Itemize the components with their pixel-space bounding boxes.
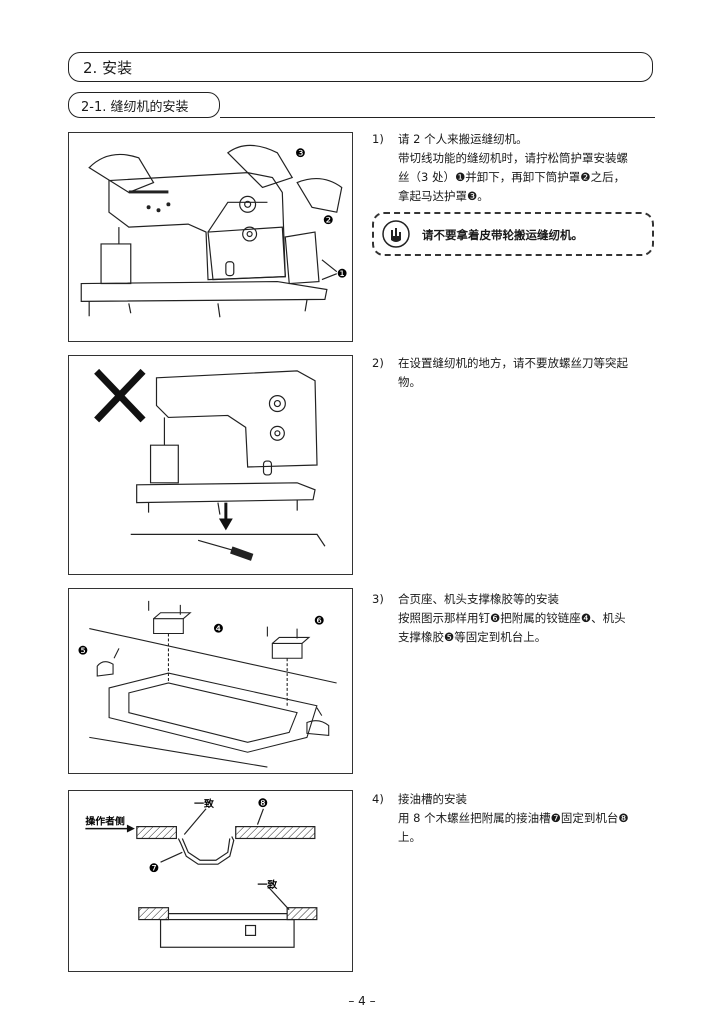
callout-machine-table: ❽: [257, 796, 268, 810]
section-title: 2. 安装: [83, 59, 133, 77]
callout-screw: ❶: [337, 267, 348, 281]
step-line: 按照图示那样用钉❻把附属的铰链座❹、机头: [398, 611, 626, 625]
caution-text: 请不要拿着皮带轮搬运缝纫机。: [422, 228, 583, 242]
step-line: 用 8 个木螺丝把附属的接油槽❼固定到机台❽: [398, 811, 629, 825]
step-line: 带切线功能的缝纫机时，请拧松筒护罩安装螺: [398, 151, 628, 165]
align-label-bottom: 一致: [257, 878, 277, 891]
hinge-seats-illustration: ❹ ❻ ❺: [77, 600, 337, 768]
prohibited-x-icon: [94, 368, 146, 423]
step-line: 丝（3 处）❶并卸下，再卸下筒护罩❷之后，: [398, 170, 626, 184]
step-line: 接油槽的安装: [398, 792, 467, 806]
subsection-rule: [220, 117, 655, 118]
callout-guard: ❷: [323, 213, 334, 227]
callout-oil-pan: ❼: [149, 861, 160, 875]
subsection-title: 2-1. 缝纫机的安装: [81, 100, 189, 115]
section-header: 2. 安装: [68, 52, 653, 82]
oil-pan-illustration: 操作者侧 一致 ❽ ❼ 一致: [85, 796, 318, 948]
step-line: 上。: [398, 830, 421, 844]
no-protrusions-illustration: [94, 368, 326, 561]
step-number: 1): [372, 132, 384, 146]
figure-carry-machine: ❸ ❷ ❶: [68, 132, 353, 342]
page-number: – 4 –: [348, 994, 376, 1008]
figure-hinge-seats: ❹ ❻ ❺: [68, 588, 353, 774]
step-line: 物。: [398, 375, 421, 389]
figure-no-protrusions: [68, 355, 353, 575]
step-line: 支撑橡胶❺等固定到机台上。: [398, 630, 547, 644]
figure-oil-pan: 操作者侧 一致 ❽ ❼ 一致: [68, 790, 353, 972]
caution-hand-icon: [382, 220, 410, 248]
subsection-header: 2-1. 缝纫机的安装: [68, 92, 220, 118]
step-number: 2): [372, 356, 384, 370]
callout-hinge-seat: ❹: [213, 622, 224, 636]
step-line: 在设置缝纫机的地方，请不要放螺丝刀等突起: [398, 356, 628, 370]
step-number: 4): [372, 792, 384, 806]
align-label-top: 一致: [194, 797, 214, 810]
operator-side-label: 操作者侧: [85, 815, 125, 828]
step-line: 合页座、机头支撑橡胶等的安装: [398, 592, 559, 606]
caution-box: 请不要拿着皮带轮搬运缝纫机。: [372, 212, 654, 256]
step-line: 拿起马达护罩❸。: [398, 189, 489, 203]
callout-motor-cover: ❸: [295, 146, 306, 160]
callout-nail: ❻: [314, 614, 325, 628]
step-line: 请 2 个人来搬运缝纫机。: [398, 132, 528, 146]
callout-head-rubber: ❺: [77, 643, 88, 657]
step-number: 3): [372, 592, 384, 606]
carry-machine-illustration: ❸ ❷ ❶: [80, 144, 348, 318]
